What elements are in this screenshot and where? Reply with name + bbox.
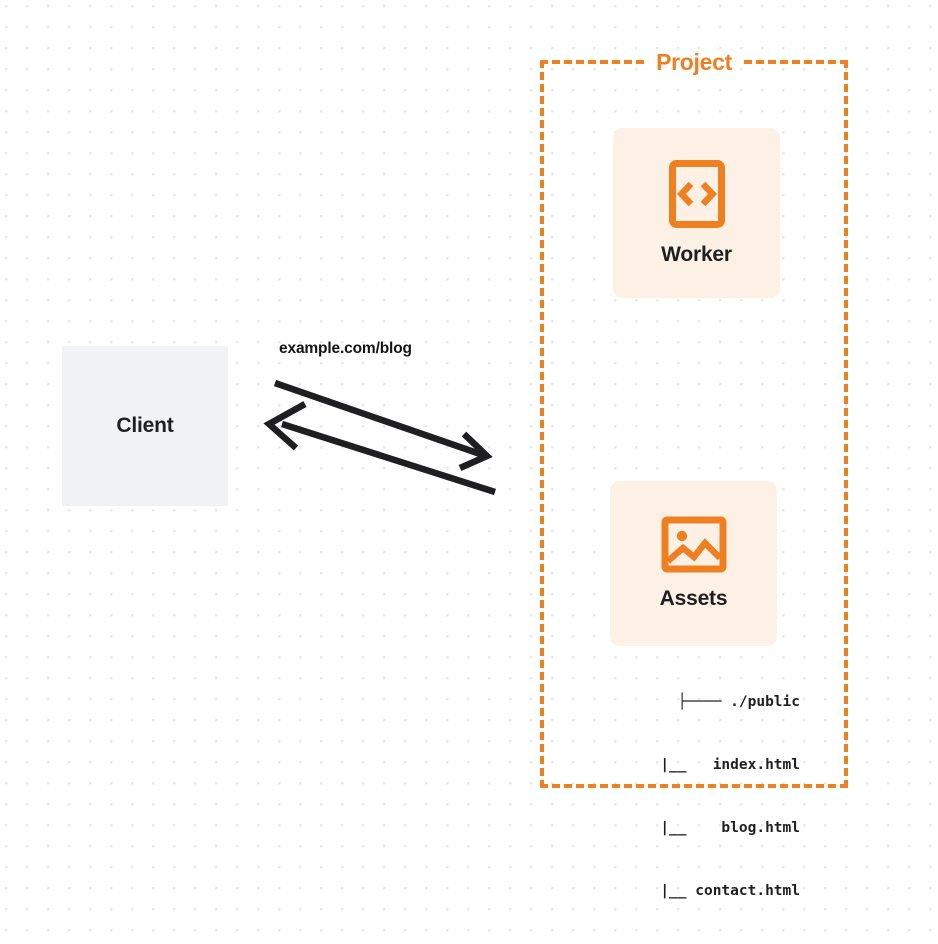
worker-node[interactable]: Worker xyxy=(613,128,780,298)
diagram-canvas: Client example.com/blog Project Worker xyxy=(62,49,848,899)
client-node-label: Client xyxy=(116,414,174,437)
file-tree-line: ├──── ./public xyxy=(677,694,800,710)
project-group-title: Project xyxy=(648,49,740,75)
project-group-boundary: Project xyxy=(540,49,848,788)
worker-node-label: Worker xyxy=(661,243,732,266)
assets-node[interactable]: Assets xyxy=(610,481,777,646)
file-tree-line: |__ index.html xyxy=(634,757,800,773)
client-node[interactable]: Client xyxy=(62,346,228,506)
arrow-right-icon xyxy=(273,379,493,471)
connection-arrows xyxy=(263,379,496,496)
assets-node-label: Assets xyxy=(659,587,728,610)
code-brackets-icon xyxy=(668,160,725,228)
image-icon xyxy=(661,516,726,573)
assets-file-tree: ├──── ./public |__ index.html |__ blog.h… xyxy=(585,650,800,944)
file-tree-line: |__ blog.html xyxy=(634,820,800,836)
connection-url-label: example.com/blog xyxy=(279,340,412,357)
file-tree-line: |__ contact.html xyxy=(634,883,800,899)
arrow-left-icon xyxy=(263,401,496,496)
